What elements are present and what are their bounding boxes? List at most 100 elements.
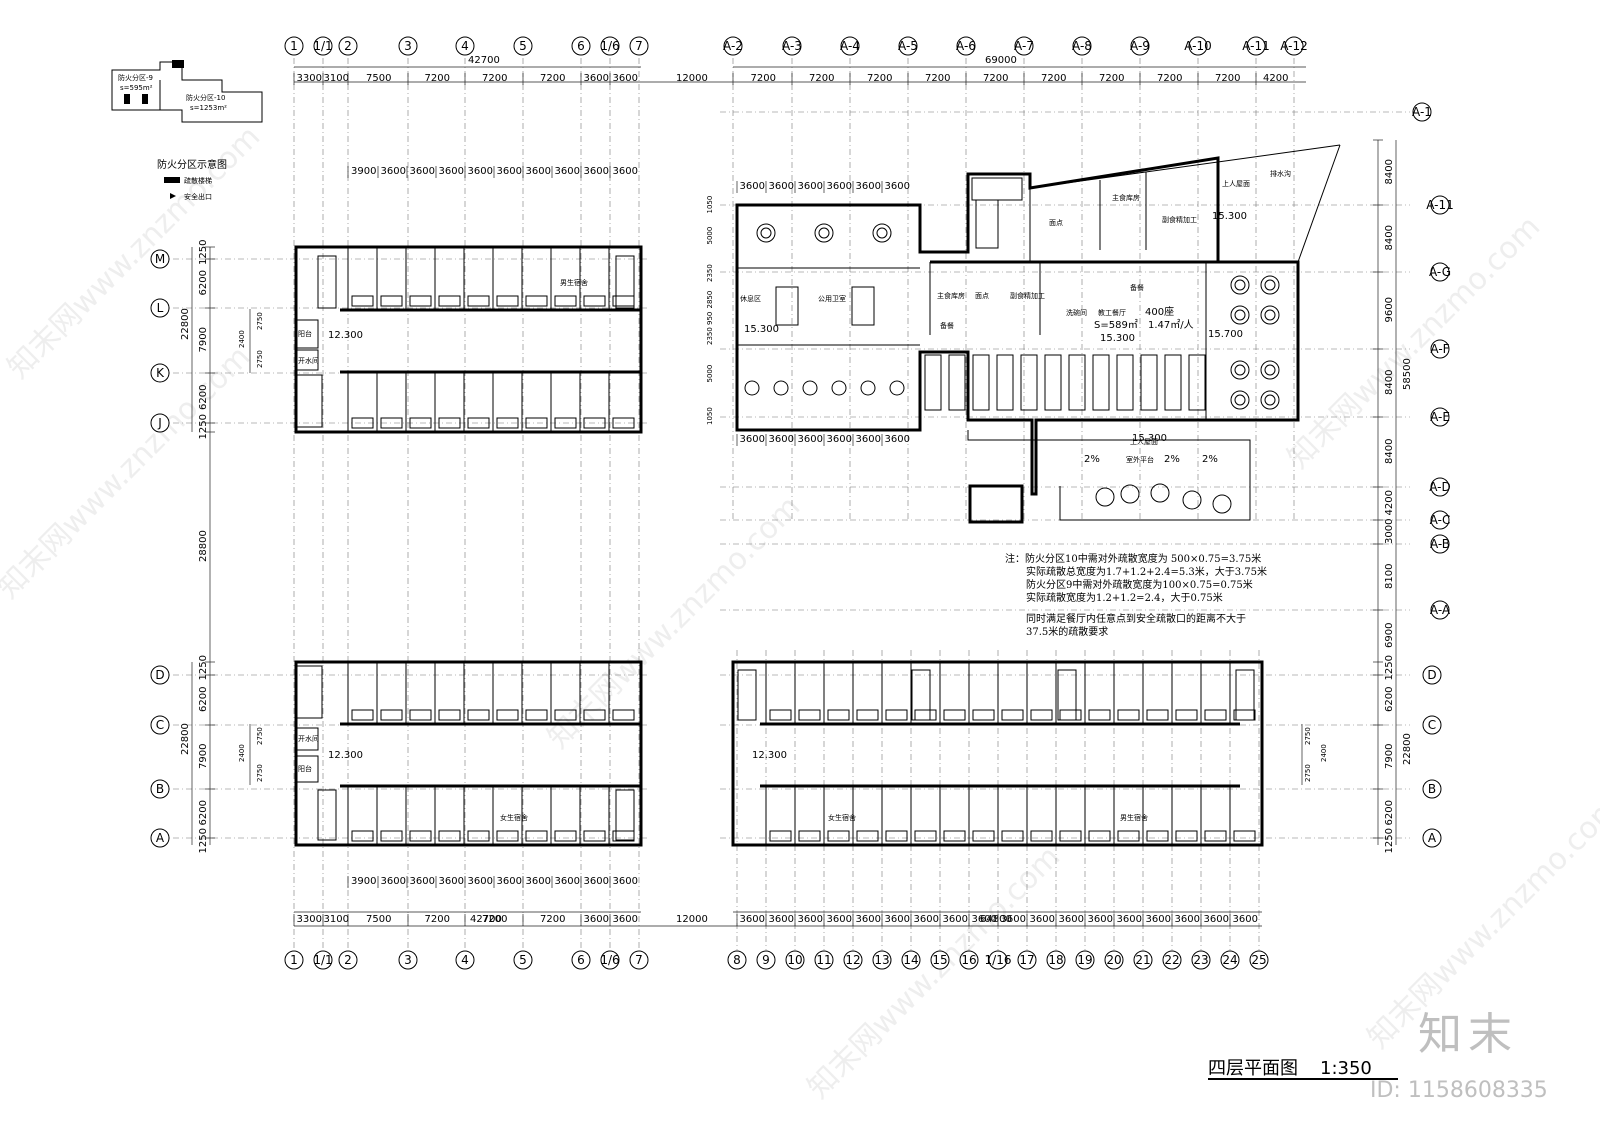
room-bathroom <box>554 417 577 429</box>
span-dim: 7200 <box>482 73 507 84</box>
long-table <box>1116 354 1134 411</box>
room-bathroom <box>525 830 548 842</box>
bottom-total-left: 42700 <box>470 914 502 925</box>
vertical-dim: 6200 <box>198 687 209 712</box>
room-bathroom <box>380 417 403 429</box>
corridor-dim: 2750 <box>256 350 264 368</box>
grid-bubble: 1/16 <box>985 950 1011 970</box>
room-bathroom <box>496 830 519 842</box>
watermark-text: 知末网www.znzmo.com <box>801 839 1067 1105</box>
room-bathroom <box>380 295 403 307</box>
room-bathroom <box>467 295 490 307</box>
grid-bubble-label: A-1 <box>1412 105 1432 119</box>
grid-bubble: 11 <box>814 950 834 970</box>
span-dim: 3600 <box>856 914 881 925</box>
grid-bubble-label: C <box>1428 718 1436 732</box>
grid-bubble: A-11 <box>1426 195 1454 215</box>
vertical-dim: 8400 <box>1384 159 1395 184</box>
room-bathroom <box>1204 830 1227 842</box>
grid-bubble: A-D <box>1429 477 1451 497</box>
vertical-dim: 2350 <box>706 327 714 345</box>
stair-icon <box>1235 669 1255 721</box>
grid-bubble: 1/6 <box>600 950 620 970</box>
vertical-dim: 1250 <box>198 828 209 853</box>
grid-bubble: 20 <box>1104 950 1124 970</box>
staff-hall-seats: 400座 <box>1145 305 1174 318</box>
grid-bubble-label: 16 <box>961 953 976 967</box>
span-dim: 3600 <box>1117 914 1142 925</box>
grid-bubble-circle <box>1188 36 1208 56</box>
grid-bubble: 1/6 <box>600 36 620 56</box>
span-dim: 3600 <box>856 181 881 192</box>
right-vertical-totals: 58500 22800 <box>1377 140 1413 845</box>
vertical-dim: 1250 <box>1384 655 1395 680</box>
title-underline <box>1208 1078 1398 1080</box>
span-dim: 3600 <box>526 876 551 887</box>
span-dim: 3600 <box>613 914 638 925</box>
zone10-label: 防火分区-10 <box>186 93 225 102</box>
grid-bubble-label: A-2 <box>723 39 743 53</box>
grid-bubble-label: 13 <box>874 953 889 967</box>
grid-bubble: A-7 <box>1014 36 1034 56</box>
grid-bubble-label: A-6 <box>956 39 976 53</box>
room-bathroom <box>525 295 548 307</box>
grid-bubble-label: A-5 <box>898 39 918 53</box>
top-dimensions: 42700 69000 42700 64800 12000 12000 <box>294 55 1306 927</box>
span-dim: 3600 <box>943 914 968 925</box>
long-table <box>924 354 942 411</box>
right-total-lower: 22800 <box>1402 733 1413 765</box>
grid-bubble-label: A-8 <box>1072 39 1092 53</box>
grid-bubble-circle <box>150 249 170 269</box>
vice-process-label: 副食精加工 <box>1010 291 1045 300</box>
grid-bubble-label: 3 <box>404 39 412 53</box>
grid-bubble: 1/1 <box>313 36 333 56</box>
room-bathroom <box>1204 709 1227 721</box>
plant-icon <box>1095 487 1115 507</box>
slope-mark: 2% <box>1202 454 1218 465</box>
female-dorm-label: 女生宿舍 <box>500 813 528 822</box>
grid-bubble: 5 <box>513 950 533 970</box>
vertical-dim: 4200 <box>1384 490 1395 515</box>
span-dim: 3600 <box>613 166 638 177</box>
note-line: 防火分区9中需对外疏散宽度为100×0.75=0.75米 <box>1026 578 1253 591</box>
grid-bubble-circle <box>814 950 834 970</box>
span-dim: 3600 <box>584 166 609 177</box>
grid-bubble-circle <box>150 828 170 848</box>
grid-bubble-circle <box>898 36 918 56</box>
grid-bubble: L <box>150 298 170 318</box>
legend-stair-swatch <box>164 177 180 183</box>
grid-bubble: A-B <box>1430 534 1450 554</box>
rest-area-label: 休息区 <box>740 294 761 303</box>
span-dim: 3600 <box>914 914 939 925</box>
long-table <box>1092 354 1110 411</box>
span-dim: 3600 <box>555 166 580 177</box>
corridor-dim: 2400 <box>1320 744 1328 762</box>
round-table-top <box>1264 309 1276 321</box>
span-dim: 3600 <box>1175 914 1200 925</box>
grid-bubble-circle <box>872 950 892 970</box>
grid-bubble: C <box>150 715 170 735</box>
span-dim: 3300 <box>297 914 322 925</box>
room-bathroom <box>1088 830 1111 842</box>
grid-bubble-circle <box>1104 950 1124 970</box>
span-dim: 3600 <box>555 876 580 887</box>
grid-bubble-circle <box>1430 262 1450 282</box>
elevator-icon <box>775 286 799 326</box>
room-bathroom <box>827 709 850 721</box>
grid-bubble-circle <box>782 36 802 56</box>
vertical-dim: 5000 <box>706 227 714 245</box>
round-table <box>872 223 892 243</box>
room-bathroom <box>943 830 966 842</box>
grid-bubble-circle <box>1430 510 1450 530</box>
round-table-top <box>1234 364 1246 376</box>
grid-bubble-label: A-11 <box>1426 198 1454 212</box>
grid-bubble-circle <box>1430 195 1450 215</box>
room-bathroom <box>1233 830 1256 842</box>
vertical-dim: 9600 <box>1384 297 1395 322</box>
grid-bubble: K <box>150 363 170 383</box>
grid-bubble-circle <box>1191 950 1211 970</box>
left-span-dims: 1250620079006200125028800125062007900620… <box>198 240 215 854</box>
